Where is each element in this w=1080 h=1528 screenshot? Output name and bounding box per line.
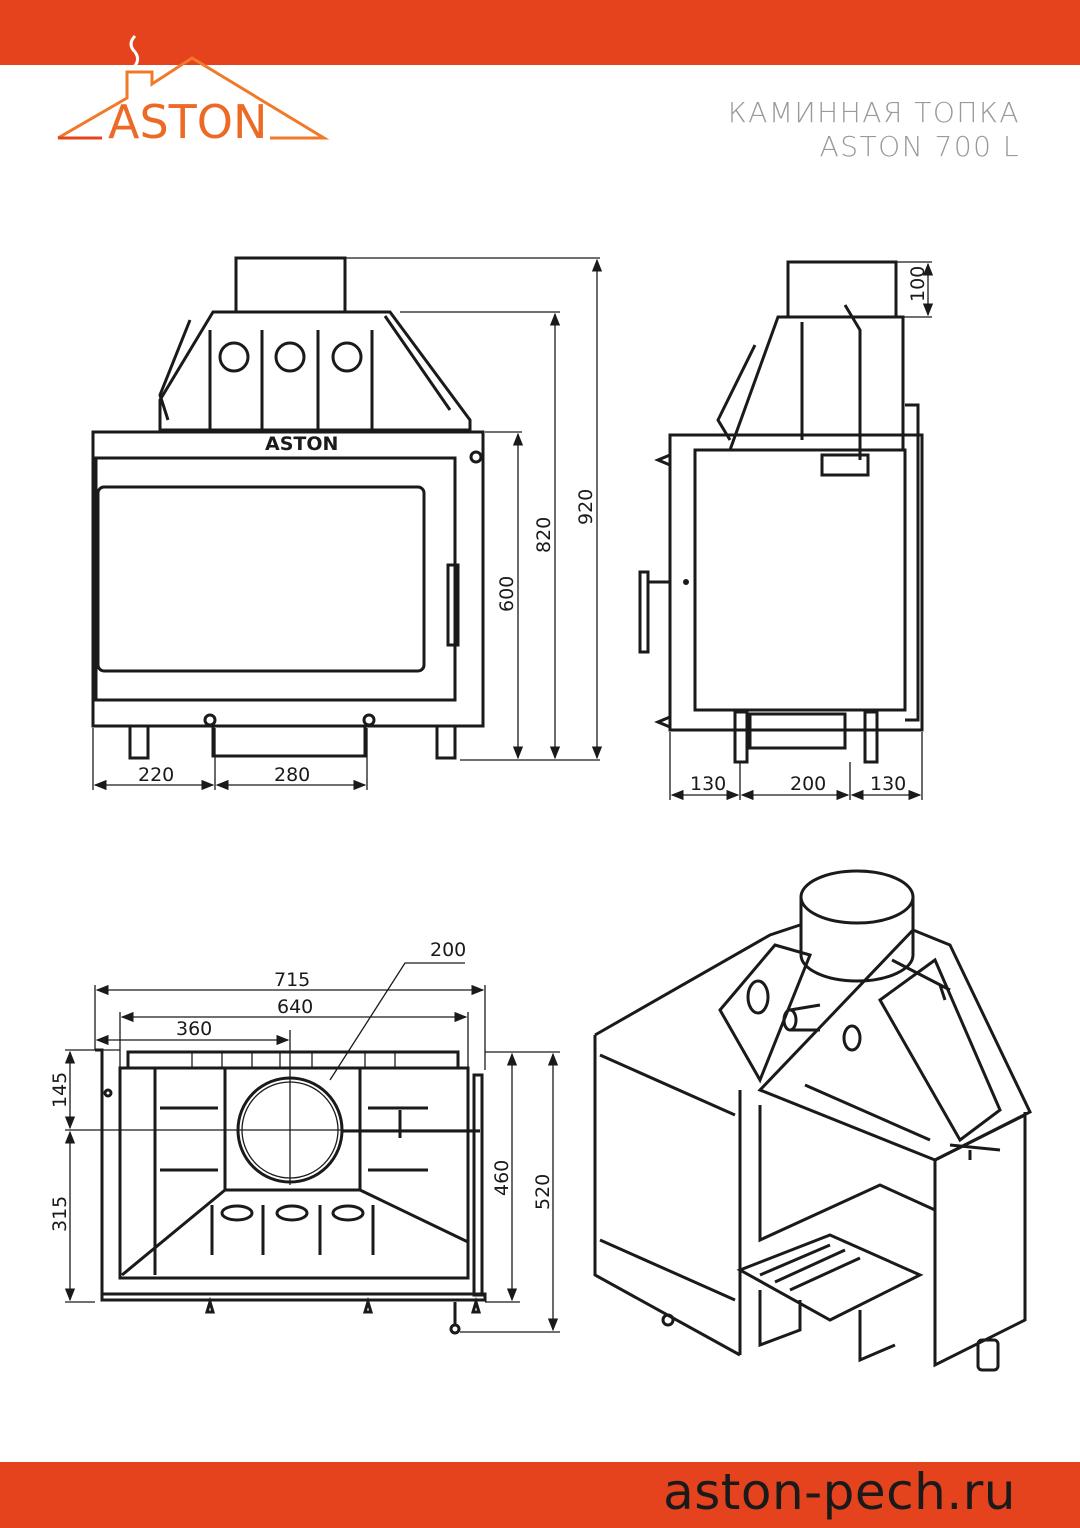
dim-200-diameter: 200 bbox=[430, 939, 466, 961]
dim-640: 640 bbox=[277, 996, 313, 1018]
side-view: 100 130 200 130 bbox=[638, 260, 934, 801]
logo-text: ASTON bbox=[108, 95, 267, 148]
document-title: КАМИННАЯ ТОПКА ASTON 700 L bbox=[728, 96, 1020, 164]
dim-520: 520 bbox=[532, 1174, 554, 1210]
dim-145: 145 bbox=[49, 1072, 71, 1108]
door-logo: ASTON bbox=[265, 433, 338, 455]
dim-200: 200 bbox=[790, 773, 826, 795]
dim-920: 920 bbox=[575, 489, 597, 525]
dim-280: 280 bbox=[274, 764, 310, 786]
title-line-1: КАМИННАЯ ТОПКА bbox=[727, 96, 1020, 129]
dim-600: 600 bbox=[496, 576, 518, 612]
dim-460: 460 bbox=[491, 1160, 513, 1196]
dim-220: 220 bbox=[138, 764, 174, 786]
isometric-view bbox=[593, 869, 1032, 1372]
aston-logo: ASTON bbox=[57, 34, 330, 148]
title-line-2: ASTON 700 L bbox=[819, 130, 1020, 163]
top-accent-bar bbox=[0, 0, 1080, 65]
front-view: ASTON 920 820 600 220 280 bbox=[91, 256, 603, 791]
dim-360: 360 bbox=[176, 1018, 212, 1040]
dim-715: 715 bbox=[274, 969, 310, 991]
bottom-accent-bar bbox=[0, 1462, 1080, 1528]
top-view: 200 715 640 360 145 315 460 520 bbox=[49, 939, 560, 1335]
dim-820: 820 bbox=[533, 517, 555, 553]
dim-315: 315 bbox=[49, 1196, 71, 1232]
website-link[interactable]: aston-pech.ru bbox=[663, 1463, 1016, 1521]
dim-100: 100 bbox=[907, 266, 929, 302]
dim-130-front: 130 bbox=[690, 773, 726, 795]
dim-130-back: 130 bbox=[870, 773, 906, 795]
